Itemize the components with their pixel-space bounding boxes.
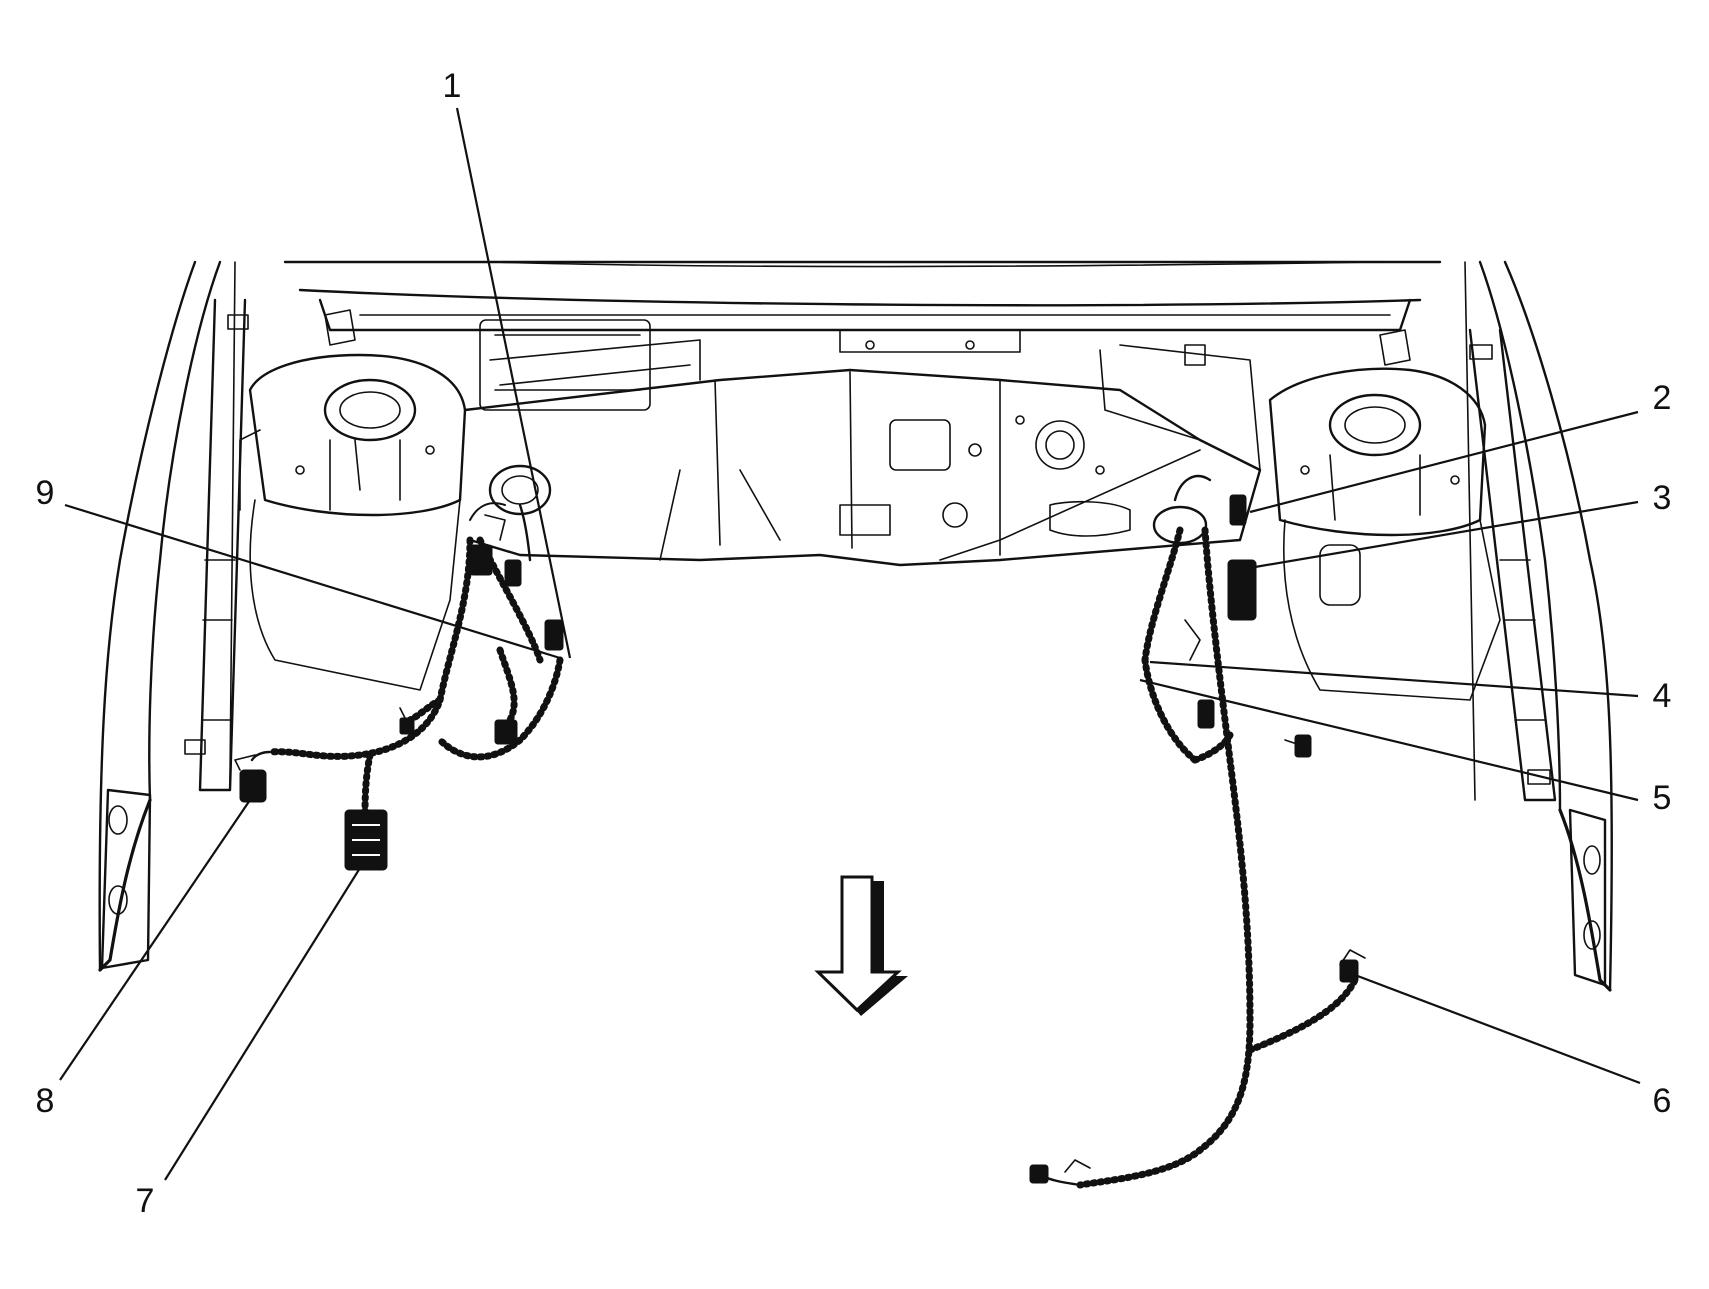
- leader-6: [1354, 973, 1641, 1085]
- leader-8: [59, 799, 251, 1081]
- connector-left-small: [399, 707, 518, 745]
- arrow-down-icon: [814, 875, 908, 1016]
- callout-7: 7: [136, 1182, 155, 1220]
- callout-4: 4: [1653, 677, 1672, 715]
- leader-2: [1249, 410, 1639, 514]
- wiring-harness: [266, 474, 1366, 1189]
- callout-6: 6: [1653, 1082, 1672, 1120]
- leader-5: [1139, 678, 1639, 802]
- vehicle-body-line-art: [98, 260, 1614, 992]
- leader-lines: [59, 107, 1641, 1181]
- connector-7: [344, 809, 388, 871]
- leader-7: [164, 867, 361, 1181]
- leader-9: [64, 503, 561, 660]
- callout-2: 2: [1653, 379, 1672, 417]
- leader-4: [1149, 660, 1639, 698]
- leader-3: [1254, 500, 1639, 569]
- leader-1: [455, 107, 572, 659]
- callout-9: 9: [36, 474, 55, 512]
- callout-3: 3: [1653, 479, 1672, 517]
- connector-8: [234, 750, 272, 803]
- callout-8: 8: [36, 1082, 55, 1120]
- callout-labels: 1 2 3 4 5 6 7 8 9: [36, 67, 1672, 1220]
- callout-1: 1: [443, 67, 462, 105]
- callout-5: 5: [1653, 779, 1672, 817]
